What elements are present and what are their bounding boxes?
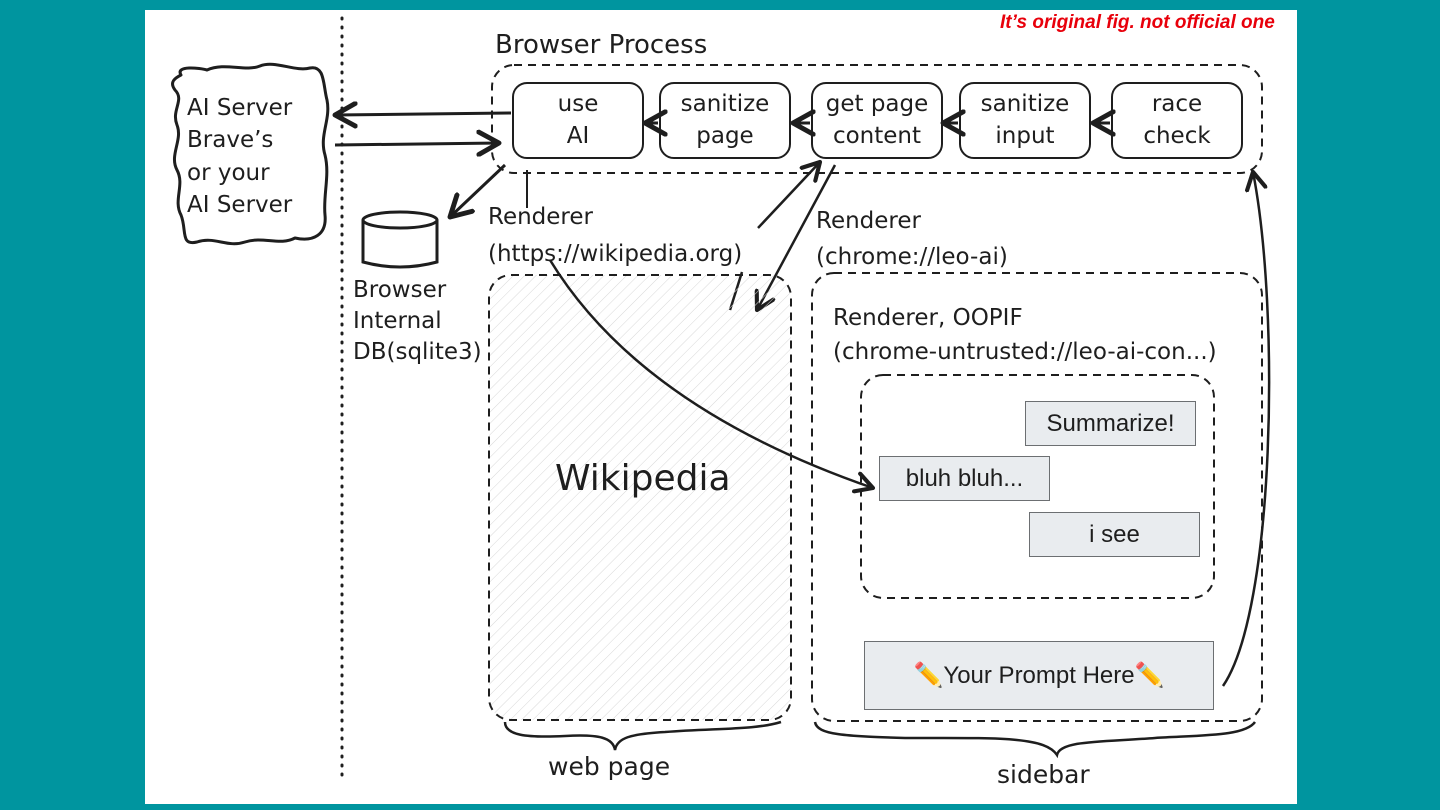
step-sanitize-input-label1: sanitize: [980, 91, 1070, 117]
web-page-label: web page: [548, 752, 671, 781]
renderer-sidebar-line1: Renderer: [816, 208, 921, 234]
browser-process-title: Browser Process: [495, 30, 708, 60]
step-race-check-label1: race: [1151, 91, 1203, 117]
db-label-line3: DB(sqlite3): [353, 339, 482, 365]
step-get-content-label2: content: [832, 123, 922, 149]
chat-message-summarize: Summarize!: [1025, 401, 1196, 446]
step-sanitize-input-label2: input: [995, 123, 1055, 149]
oopif-chat-box: [860, 374, 1215, 599]
arrow-renderer-to-get-content: [757, 162, 820, 229]
browser-process-box: [491, 64, 1263, 174]
oopif-line2: (chrome-untrusted://leo-ai-con...): [833, 339, 1217, 365]
arrow-to-database: [450, 163, 507, 217]
web-page-brace: [503, 720, 782, 751]
prompt-input[interactable]: ✏️Your Prompt Here✏️: [864, 641, 1214, 710]
renderer-sidebar-line2: (chrome://leo-ai): [816, 244, 1008, 270]
db-label-line1: Browser: [353, 277, 447, 303]
oopif-line1: Renderer, OOPIF: [833, 305, 1023, 331]
chat-message-i-see: i see: [1029, 512, 1200, 557]
sidebar-brace: [813, 721, 1257, 759]
step-sanitize-page-label2: page: [696, 123, 754, 149]
step-get-content-label1: get page: [825, 91, 929, 117]
ai-server-line2: Brave’s: [187, 127, 274, 153]
step-use-ai-label1: use: [557, 91, 599, 117]
arrow-to-ai-server: [335, 113, 512, 115]
sidebar-box: [811, 272, 1263, 722]
chat-message-bluh: bluh bluh...: [879, 456, 1050, 501]
step-race-check-label2: check: [1143, 123, 1211, 149]
step-use-ai-label2: AI: [566, 123, 590, 149]
arrow-prompt-to-race-check: [1221, 172, 1271, 687]
db-label-line2: Internal: [353, 308, 442, 334]
arrow-from-ai-server: [334, 143, 499, 145]
arrow-wikipedia-to-chat: [548, 259, 873, 488]
web-page-box: [488, 274, 792, 721]
wikipedia-label: Wikipedia: [555, 458, 731, 499]
sidebar-label: sidebar: [997, 760, 1090, 789]
disclaimer-note: It’s original fig. not official one: [1000, 12, 1275, 33]
renderer-web-line1: Renderer: [488, 204, 593, 230]
diagram-art: [171, 16, 1271, 778]
ai-server-line1: AI Server: [187, 95, 293, 121]
ai-server-line3: or your: [187, 160, 270, 186]
ai-server-line4: AI Server: [187, 192, 293, 218]
step-sanitize-page-label1: sanitize: [680, 91, 770, 117]
database-cylinder: [361, 210, 439, 269]
renderer-web-line2: (https://wikipedia.org): [488, 241, 743, 267]
diagram-canvas: It’s original fig. not official one Brow…: [145, 10, 1297, 804]
ai-server-cloud: [171, 62, 330, 246]
